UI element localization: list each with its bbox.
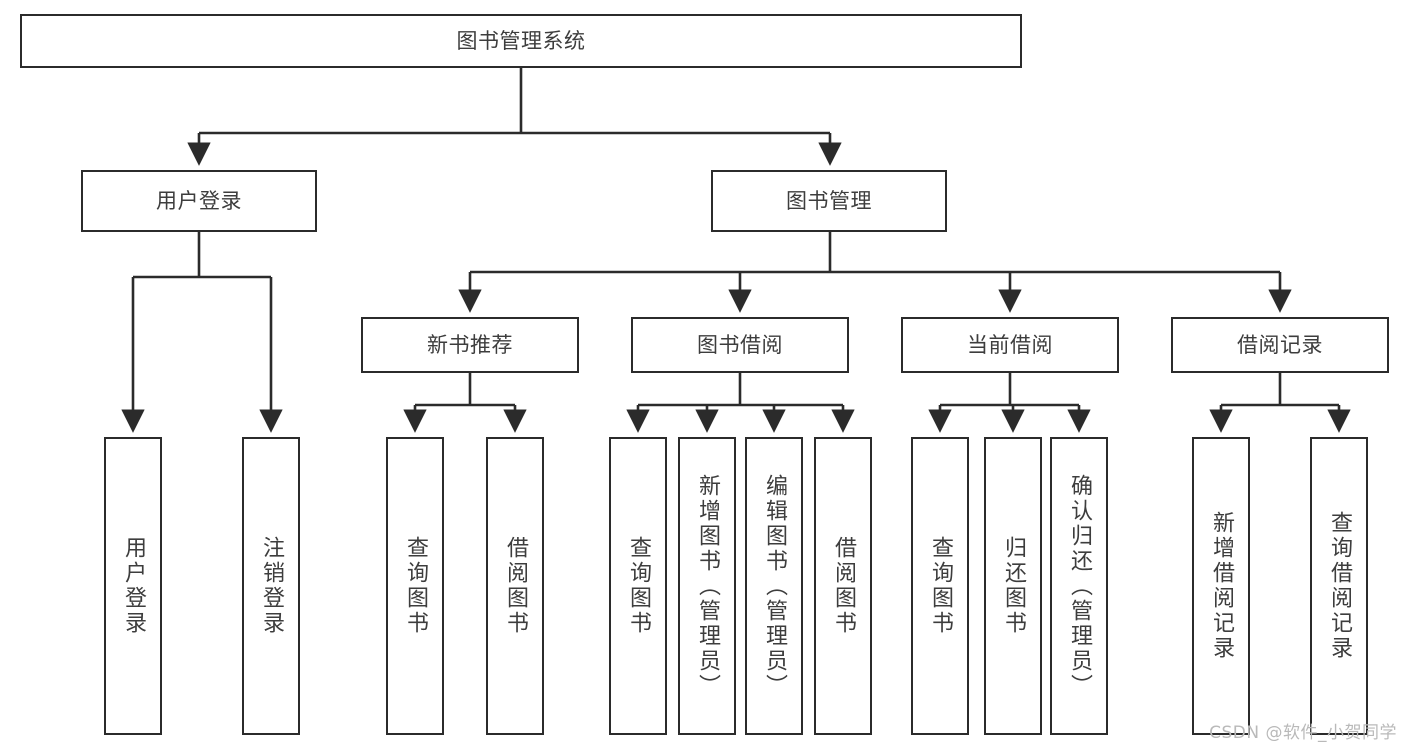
node-leaf-add-book-label: 新增图书（管理员） — [695, 473, 720, 699]
node-leaf-query-record-label: 查询借阅记录 — [1327, 511, 1352, 661]
node-leaf-add-book[interactable]: 新增图书（管理员） — [678, 437, 736, 735]
node-leaf-borrow-book-2-label: 借阅图书 — [831, 536, 856, 636]
node-leaf-add-record[interactable]: 新增借阅记录 — [1192, 437, 1250, 735]
node-leaf-return-book[interactable]: 归还图书 — [984, 437, 1042, 735]
node-new-book-rec-label: 新书推荐 — [427, 332, 513, 357]
node-current-borrow[interactable]: 当前借阅 — [901, 317, 1119, 373]
node-book-borrow-label: 图书借阅 — [697, 332, 783, 357]
node-leaf-borrow-book-1[interactable]: 借阅图书 — [486, 437, 544, 735]
node-leaf-query-book-3-label: 查询图书 — [928, 536, 953, 636]
node-book-borrow[interactable]: 图书借阅 — [631, 317, 849, 373]
node-user-login[interactable]: 用户登录 — [81, 170, 317, 232]
node-new-book-rec[interactable]: 新书推荐 — [361, 317, 579, 373]
node-leaf-user-login[interactable]: 用户登录 — [104, 437, 162, 735]
node-leaf-add-record-label: 新增借阅记录 — [1209, 511, 1234, 661]
node-leaf-logout-label: 注销登录 — [259, 536, 284, 636]
node-leaf-edit-book-label: 编辑图书（管理员） — [762, 473, 787, 699]
node-leaf-query-book-2[interactable]: 查询图书 — [609, 437, 667, 735]
node-leaf-query-book-1-label: 查询图书 — [403, 536, 428, 636]
node-root-label: 图书管理系统 — [456, 28, 586, 53]
node-leaf-query-book-1[interactable]: 查询图书 — [386, 437, 444, 735]
watermark-text: CSDN @软件_小贺同学 — [1209, 723, 1397, 743]
node-root[interactable]: 图书管理系统 — [20, 14, 1022, 68]
node-book-mgmt[interactable]: 图书管理 — [711, 170, 947, 232]
node-leaf-confirm-return-label: 确认归还（管理员） — [1067, 473, 1092, 699]
node-leaf-edit-book[interactable]: 编辑图书（管理员） — [745, 437, 803, 735]
node-leaf-query-book-3[interactable]: 查询图书 — [911, 437, 969, 735]
node-current-borrow-label: 当前借阅 — [967, 332, 1053, 357]
node-borrow-record[interactable]: 借阅记录 — [1171, 317, 1389, 373]
node-book-mgmt-label: 图书管理 — [786, 188, 872, 213]
node-leaf-confirm-return[interactable]: 确认归还（管理员） — [1050, 437, 1108, 735]
node-leaf-borrow-book-2[interactable]: 借阅图书 — [814, 437, 872, 735]
node-leaf-user-login-label: 用户登录 — [121, 536, 146, 636]
node-leaf-query-record[interactable]: 查询借阅记录 — [1310, 437, 1368, 735]
node-leaf-return-book-label: 归还图书 — [1001, 536, 1026, 636]
node-leaf-borrow-book-1-label: 借阅图书 — [503, 536, 528, 636]
node-user-login-label: 用户登录 — [156, 188, 242, 213]
node-leaf-logout[interactable]: 注销登录 — [242, 437, 300, 735]
node-borrow-record-label: 借阅记录 — [1237, 332, 1323, 357]
node-leaf-query-book-2-label: 查询图书 — [626, 536, 651, 636]
